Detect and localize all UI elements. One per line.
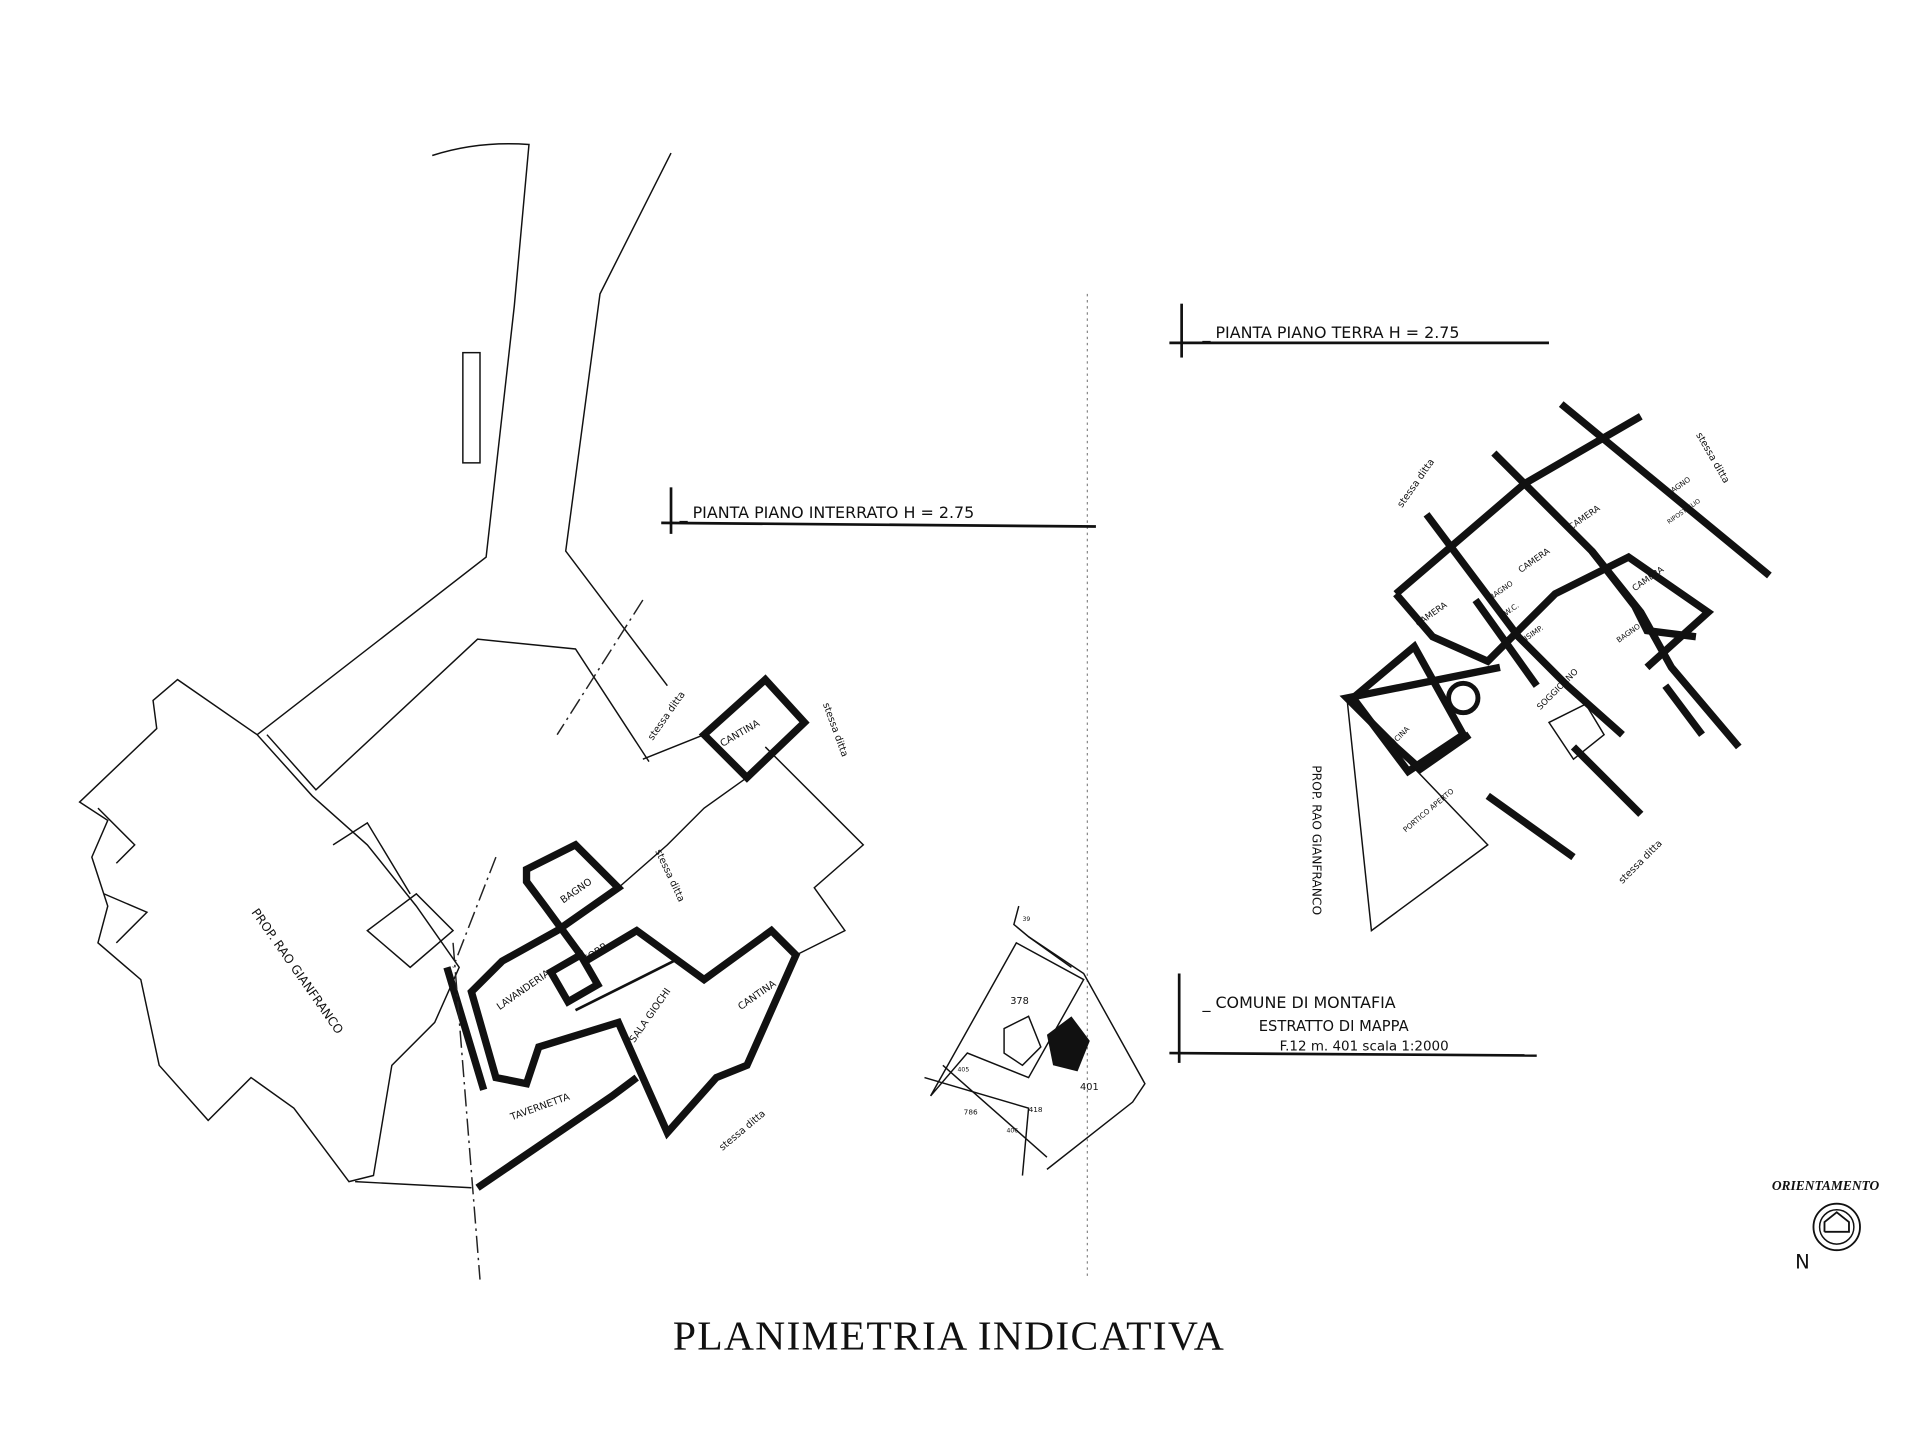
map-subheading: ESTRATTO DI MAPPA	[1259, 1018, 1409, 1035]
room-label: CAMERA	[1414, 600, 1449, 629]
neighbor-label: stessa ditta	[1693, 431, 1731, 486]
room-label: PORTICO APERTO	[1401, 786, 1456, 834]
map-caption: _ COMUNE DI MONTAFIA ESTRATTO DI MAPPA F…	[1169, 973, 1537, 1063]
ground-floor-plan: _ PIANTA PIANO TERRA H = 2.75 CAMERA CAM…	[1169, 303, 1772, 932]
ground-heading: _ PIANTA PIANO TERRA H = 2.75	[1201, 323, 1459, 343]
neighbor-label: stessa ditta	[1617, 838, 1665, 886]
room-label: BAGNO	[1615, 622, 1642, 645]
north-label: N	[1795, 1251, 1810, 1274]
house-icon	[1823, 1211, 1850, 1233]
room-label: BAGNO	[1487, 579, 1514, 602]
parcel-label: 418	[1029, 1105, 1043, 1114]
neighbor-label: stessa ditta	[646, 690, 688, 743]
room-label: W.C.	[1502, 601, 1520, 618]
parcel-label: 39	[1022, 916, 1030, 923]
road	[256, 143, 672, 736]
boundary-line	[556, 599, 644, 736]
parcel-label: 378	[1010, 996, 1029, 1007]
orientation-symbol: ORIENTAMENTO N	[1772, 1178, 1880, 1273]
page-title: PLANIMETRIA INDICATIVA	[673, 1313, 1225, 1359]
parcel-label: 401	[1080, 1082, 1099, 1093]
room-label: CANTINA	[718, 718, 762, 750]
owner-label: PROP. RAO GIANFRANCO	[249, 906, 346, 1037]
map-heading: _ COMUNE DI MONTAFIA	[1201, 993, 1395, 1013]
map-reference: F.12 m. 401 scala 1:2000	[1280, 1040, 1449, 1055]
neighbor-label: stessa ditta	[1395, 457, 1437, 510]
neighbor-building	[78, 638, 650, 1183]
room-label: BAGNO	[559, 876, 595, 906]
room-label: LAVANDERIA	[495, 968, 552, 1013]
room-label: CAMERA	[1567, 504, 1602, 533]
neighbor-label: stessa ditta	[717, 1108, 768, 1153]
basement-heading: _ PIANTA PIANO INTERRATO H = 2.75	[679, 503, 975, 523]
room-label: CAMERA	[1517, 547, 1552, 576]
room-label: BAGNO	[1665, 475, 1692, 498]
owner-label: PROP. RAO GIANFRANCO	[1310, 765, 1324, 915]
cadastral-map: 378 401 418 786 405 406 39	[924, 905, 1146, 1176]
neighbor-label: stessa ditta	[820, 701, 850, 758]
orientation-label: ORIENTAMENTO	[1772, 1178, 1880, 1193]
neighbor-label: stessa ditta	[652, 848, 686, 904]
parcel-label: 786	[964, 1107, 978, 1116]
parcel-label: 406	[1007, 1128, 1019, 1135]
room-label: CORR.	[581, 939, 613, 966]
room-label: SALA GIOCHI	[628, 986, 674, 1045]
parcel-label: 405	[958, 1066, 970, 1073]
room-label: TAVERNETTA	[508, 1092, 571, 1124]
